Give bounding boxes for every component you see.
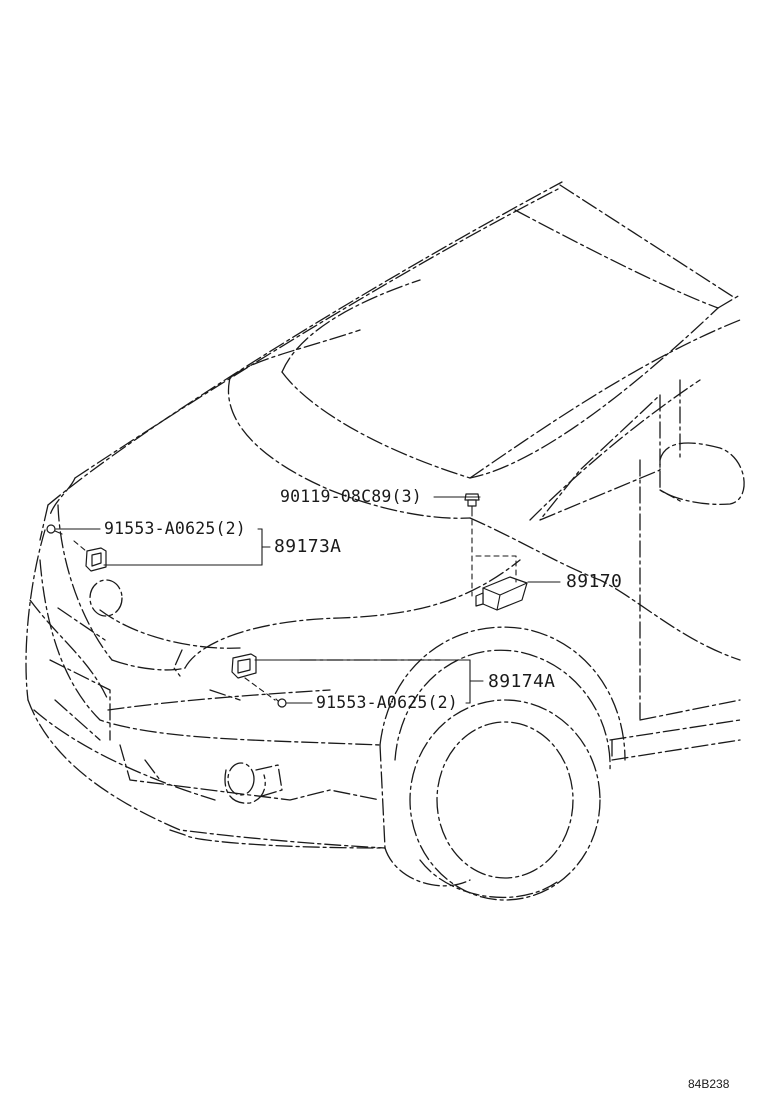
car-body-outline	[25, 181, 745, 901]
bolt-cowl-icon	[464, 493, 480, 517]
leader-lines	[55, 496, 561, 704]
screw-left-icon	[46, 524, 63, 535]
left-front-sensor-icon	[73, 540, 107, 572]
label-screw-right: 91553-A0625(2)	[316, 693, 458, 712]
label-screw-left: 91553-A0625(2)	[104, 519, 246, 538]
airbag-ecu-icon	[471, 519, 528, 611]
label-group-right: 89174A	[488, 671, 556, 692]
label-ecu: 89170	[566, 571, 623, 592]
label-bolt-cowl: 90119-08C89(3)	[280, 487, 422, 506]
right-front-sensor-icon	[231, 653, 276, 701]
label-group-left: 89173A	[274, 536, 342, 557]
figure-code: 84B238	[688, 1077, 730, 1091]
screw-right-icon	[275, 698, 287, 708]
